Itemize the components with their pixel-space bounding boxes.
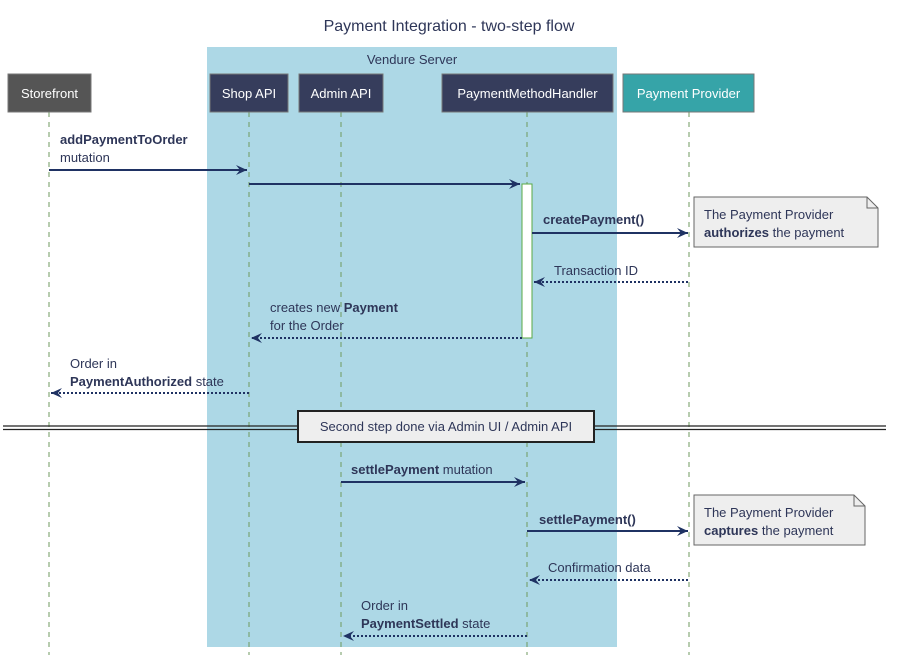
svg-text:PaymentAuthorized state: PaymentAuthorized state [70, 374, 224, 389]
note-text-bold: captures [704, 523, 758, 538]
note-authorizes: The Payment Provider authorizes the paym… [693, 196, 879, 248]
step-divider: Second step done via Admin UI / Admin AP… [3, 410, 886, 443]
participant-storefront: Storefront [7, 73, 92, 113]
note-text: The Payment Provider [704, 505, 834, 520]
note-text-bold: authorizes [704, 225, 769, 240]
diagram-title: Payment Integration - two-step flow [324, 18, 575, 35]
message-label: addPaymentToOrder [60, 132, 188, 147]
participant-label: Storefront [21, 86, 78, 101]
participant-label: PaymentMethodHandler [457, 86, 598, 101]
svg-text:PaymentSettled state: PaymentSettled state [361, 616, 490, 631]
message-label: settlePayment() [539, 512, 636, 527]
participant-payment-provider: Payment Provider [622, 73, 755, 113]
message-label-bold: PaymentSettled [361, 616, 459, 631]
note-text: the payment [769, 225, 845, 240]
svg-text:authorizes the payment: authorizes the payment [704, 225, 845, 240]
note-text: The Payment Provider [704, 207, 834, 222]
participant-label: Payment Provider [637, 86, 741, 101]
svg-text:captures the payment: captures the payment [704, 523, 834, 538]
message-label-bold: settlePayment [351, 462, 440, 477]
participant-label: Admin API [311, 86, 372, 101]
activation-bar [521, 183, 533, 339]
divider-label: Second step done via Admin UI / Admin AP… [320, 419, 572, 434]
message-label-bold: PaymentAuthorized [70, 374, 192, 389]
message-label: Order in [361, 598, 408, 613]
message-label: creates new [270, 300, 344, 315]
message-label: state [459, 616, 491, 631]
message-label: for the Order [270, 318, 344, 333]
message-label: Order in [70, 356, 117, 371]
note-text: the payment [758, 523, 834, 538]
message-label: Confirmation data [548, 560, 651, 575]
message-label: mutation [439, 462, 492, 477]
message-label: mutation [60, 150, 110, 165]
participant-label: Shop API [222, 86, 276, 101]
message-label: state [192, 374, 224, 389]
message-label: Transaction ID [554, 263, 638, 278]
svg-text:settlePayment mutation: settlePayment mutation [351, 462, 493, 477]
svg-text:creates new Payment: creates new Payment [270, 300, 399, 315]
group-label: Vendure Server [367, 52, 458, 67]
message-label: createPayment() [543, 212, 644, 227]
message-label-bold: Payment [344, 300, 399, 315]
participant-payment-method-handler: PaymentMethodHandler [441, 73, 614, 113]
participant-shop-api: Shop API [209, 73, 289, 113]
group-vendure-server [207, 47, 617, 647]
participant-admin-api: Admin API [298, 73, 384, 113]
note-captures: The Payment Provider captures the paymen… [693, 494, 866, 546]
